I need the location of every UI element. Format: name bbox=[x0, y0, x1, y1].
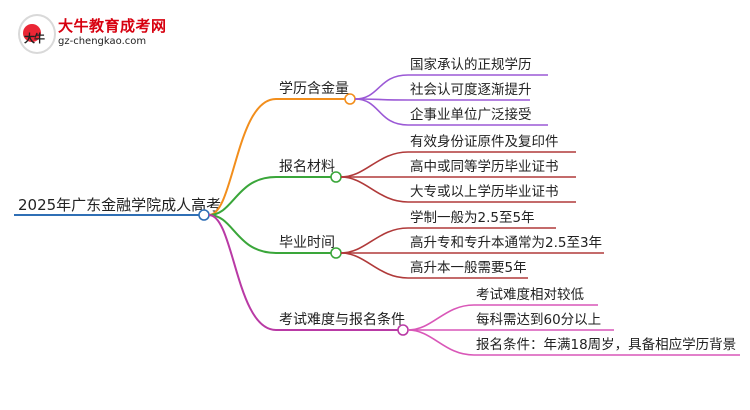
leaf-label-1-2: 大专或以上学历毕业证书 bbox=[410, 184, 559, 200]
leaf-label-1-1: 高中或同等学历毕业证书 bbox=[410, 158, 559, 175]
root-node-circle bbox=[198, 209, 210, 221]
branch-label-3: 考试难度与报名条件 bbox=[279, 311, 405, 328]
leaf-label-0-0: 国家承认的正规学历 bbox=[410, 56, 532, 73]
branch-label-0: 学历含金量 bbox=[279, 81, 349, 97]
leaf-connector-3-0 bbox=[407, 304, 475, 331]
logo-url: gz-chengkao.com bbox=[58, 36, 147, 47]
branch-connector-1 bbox=[208, 176, 277, 216]
leaf-label-3-0: 考试难度相对较低 bbox=[476, 287, 584, 303]
leaf-connector-1-0 bbox=[340, 151, 409, 178]
branch-node-circle-2 bbox=[330, 247, 342, 259]
branch-node-circle-3 bbox=[397, 324, 409, 336]
leaf-label-3-2: 报名条件：年满18周岁，具备相应学历背景 bbox=[476, 336, 736, 353]
leaf-label-2-2: 高升本一般需要5年 bbox=[410, 259, 527, 276]
branch-label-1: 报名材料 bbox=[279, 159, 335, 175]
root-label: 2025年广东金融学院成人高考 bbox=[18, 196, 221, 214]
branch-connector-2 bbox=[208, 214, 277, 254]
branch-node-circle-1 bbox=[330, 171, 342, 183]
leaf-label-1-0: 有效身份证原件及复印件 bbox=[410, 133, 559, 150]
leaf-connector-2-0 bbox=[340, 227, 409, 254]
logo-icon bbox=[18, 14, 56, 54]
leaf-connector-1-2 bbox=[340, 176, 409, 203]
leaf-label-3-1: 每科需达到60分以上 bbox=[476, 312, 601, 328]
leaf-label-0-1: 社会认可度逐渐提升 bbox=[410, 82, 532, 98]
leaf-connector-0-0 bbox=[354, 74, 409, 100]
branch-node-circle-0 bbox=[344, 93, 356, 105]
leaf-label-0-2: 企事业单位广泛接受 bbox=[410, 106, 532, 123]
logo-title: 大牛教育成考网 bbox=[58, 17, 167, 35]
branch-connector-3 bbox=[208, 214, 277, 331]
leaf-connector-2-2 bbox=[340, 252, 409, 279]
leaf-connector-0-2 bbox=[354, 98, 409, 126]
leaf-label-2-0: 学制一般为2.5至5年 bbox=[410, 210, 535, 226]
leaf-connector-3-2 bbox=[407, 329, 475, 356]
branch-label-2: 毕业时间 bbox=[279, 235, 335, 251]
branch-connector-0 bbox=[208, 98, 277, 216]
leaf-label-2-1: 高升专和专升本通常为2.5至3年 bbox=[410, 234, 602, 251]
site-logo[interactable]: 大牛教育成考网 gz-chengkao.com bbox=[18, 14, 218, 54]
